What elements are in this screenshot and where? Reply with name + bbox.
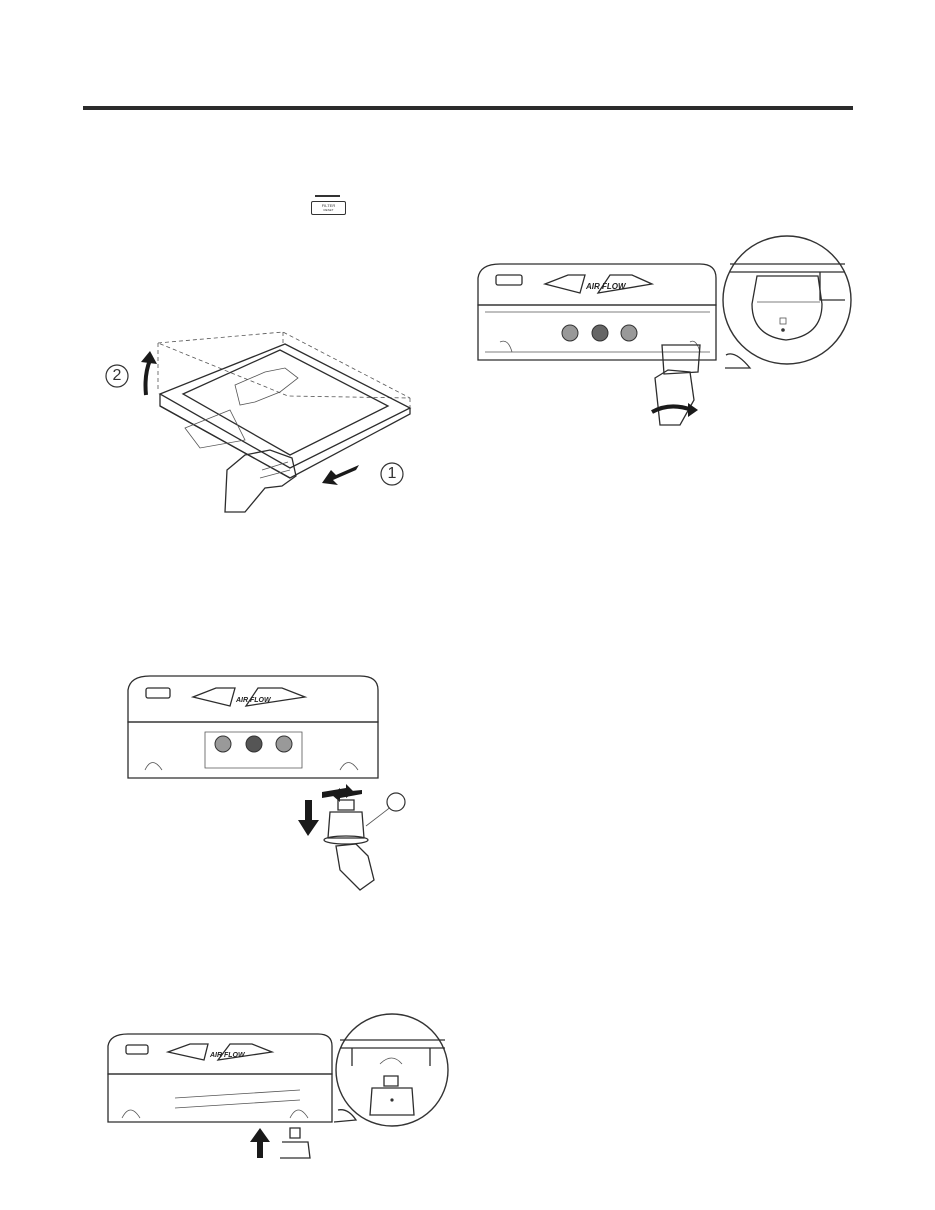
step2-label: 2 bbox=[112, 367, 122, 384]
step1-label: 1 bbox=[387, 465, 397, 482]
callout-circle bbox=[386, 792, 406, 812]
arrow-up-icon bbox=[250, 1128, 270, 1158]
callout-magnifier bbox=[333, 1013, 449, 1127]
filter-cartridge-top bbox=[280, 1127, 311, 1159]
shelf-outline bbox=[157, 331, 412, 479]
filter-lock-airflow-label: AIR FLOW bbox=[585, 282, 627, 291]
filter-lock-hand-icon bbox=[654, 344, 701, 426]
rotate-arrows-icon bbox=[322, 784, 362, 802]
filter-remove-housing bbox=[127, 675, 379, 779]
filter-cartridge bbox=[323, 792, 406, 845]
rotate-arrows-icon bbox=[651, 403, 698, 417]
filter-remove-airflow-label: AIR FLOW bbox=[235, 697, 272, 704]
filter-button-label: FILTER bbox=[321, 203, 336, 208]
filter-replace-housing bbox=[107, 1033, 333, 1123]
lock-icon bbox=[779, 317, 787, 325]
filter-remove-hand-icon bbox=[335, 843, 375, 891]
filter-reset-button-icon: FILTER RESET bbox=[311, 201, 346, 215]
header-rule bbox=[83, 106, 853, 110]
shelf-hand-icon bbox=[224, 367, 299, 513]
filter-replace-airflow-label: AIR FLOW bbox=[209, 1052, 246, 1059]
step2-arrow-icon bbox=[141, 351, 157, 396]
step1-badge bbox=[380, 462, 404, 486]
arrow-down-icon bbox=[298, 800, 319, 836]
step1-arrow-icon bbox=[322, 465, 359, 485]
filter-button-sublabel: RESET bbox=[323, 208, 334, 212]
filter-button-indicator bbox=[315, 195, 340, 197]
step2-badge bbox=[105, 364, 129, 388]
callout-magnifier bbox=[722, 235, 852, 369]
filter-housing bbox=[477, 263, 717, 361]
